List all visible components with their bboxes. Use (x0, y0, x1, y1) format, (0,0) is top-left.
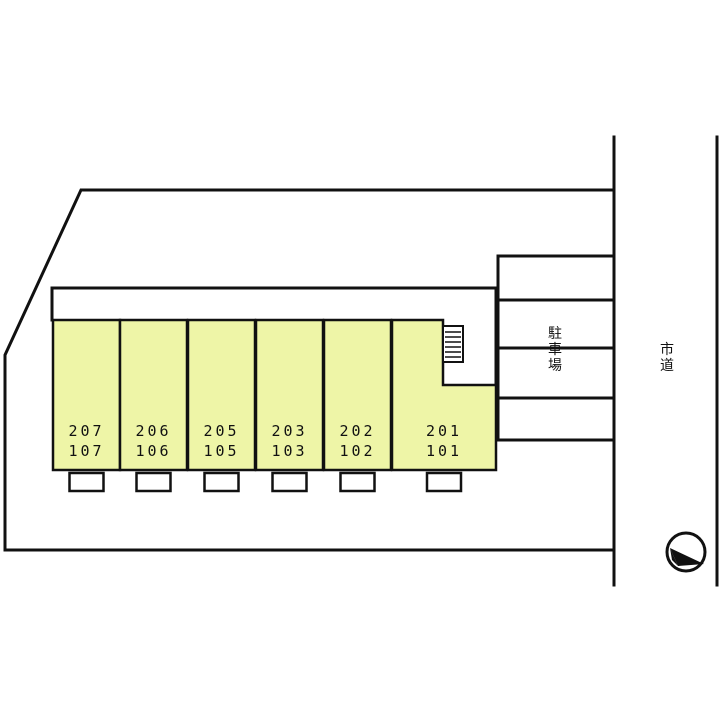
unit-number-upper: 207 (68, 422, 104, 440)
unit-number-lower: 103 (271, 442, 307, 460)
unit-number-lower: 106 (135, 442, 171, 460)
unit-number-lower: 101 (426, 442, 462, 460)
unit-number-lower: 102 (339, 442, 375, 460)
apartment-unit (390, 318, 498, 472)
unit-number-upper: 203 (271, 422, 307, 440)
parking-lot (496, 254, 614, 442)
parking-label-char: 車 (548, 341, 562, 358)
apartment-unit (51, 318, 122, 472)
unit-number-upper: 202 (339, 422, 375, 440)
unit-number-lower: 105 (203, 442, 239, 460)
unit-number-upper: 201 (426, 422, 462, 440)
stairs-icon (442, 325, 464, 363)
parking-label: 駐 車 場 (548, 326, 562, 374)
unit-entrance (425, 471, 463, 493)
unit-entrance (203, 471, 240, 493)
road-label-char: 道 (660, 358, 674, 374)
units-group: 207 107 206 106 205 105 203 103 202 102 201 101 (51, 318, 498, 493)
unit-entrance (135, 471, 172, 493)
unit-entrance (68, 471, 105, 493)
unit-number-upper: 205 (203, 422, 239, 440)
road-label: 市 道 (660, 341, 674, 374)
unit-number-upper: 206 (135, 422, 171, 440)
parking-label-char: 場 (548, 358, 562, 374)
lot-boundary (3, 188, 614, 552)
building-outline (50, 286, 498, 387)
north-arrow-icon (665, 531, 707, 573)
unit-entrance (271, 471, 308, 493)
road-label-char: 市 (660, 341, 674, 358)
parking-label-char: 駐 (548, 326, 562, 342)
unit-entrance (339, 471, 376, 493)
unit-number-lower: 107 (68, 442, 104, 460)
apartment-unit (118, 318, 189, 472)
